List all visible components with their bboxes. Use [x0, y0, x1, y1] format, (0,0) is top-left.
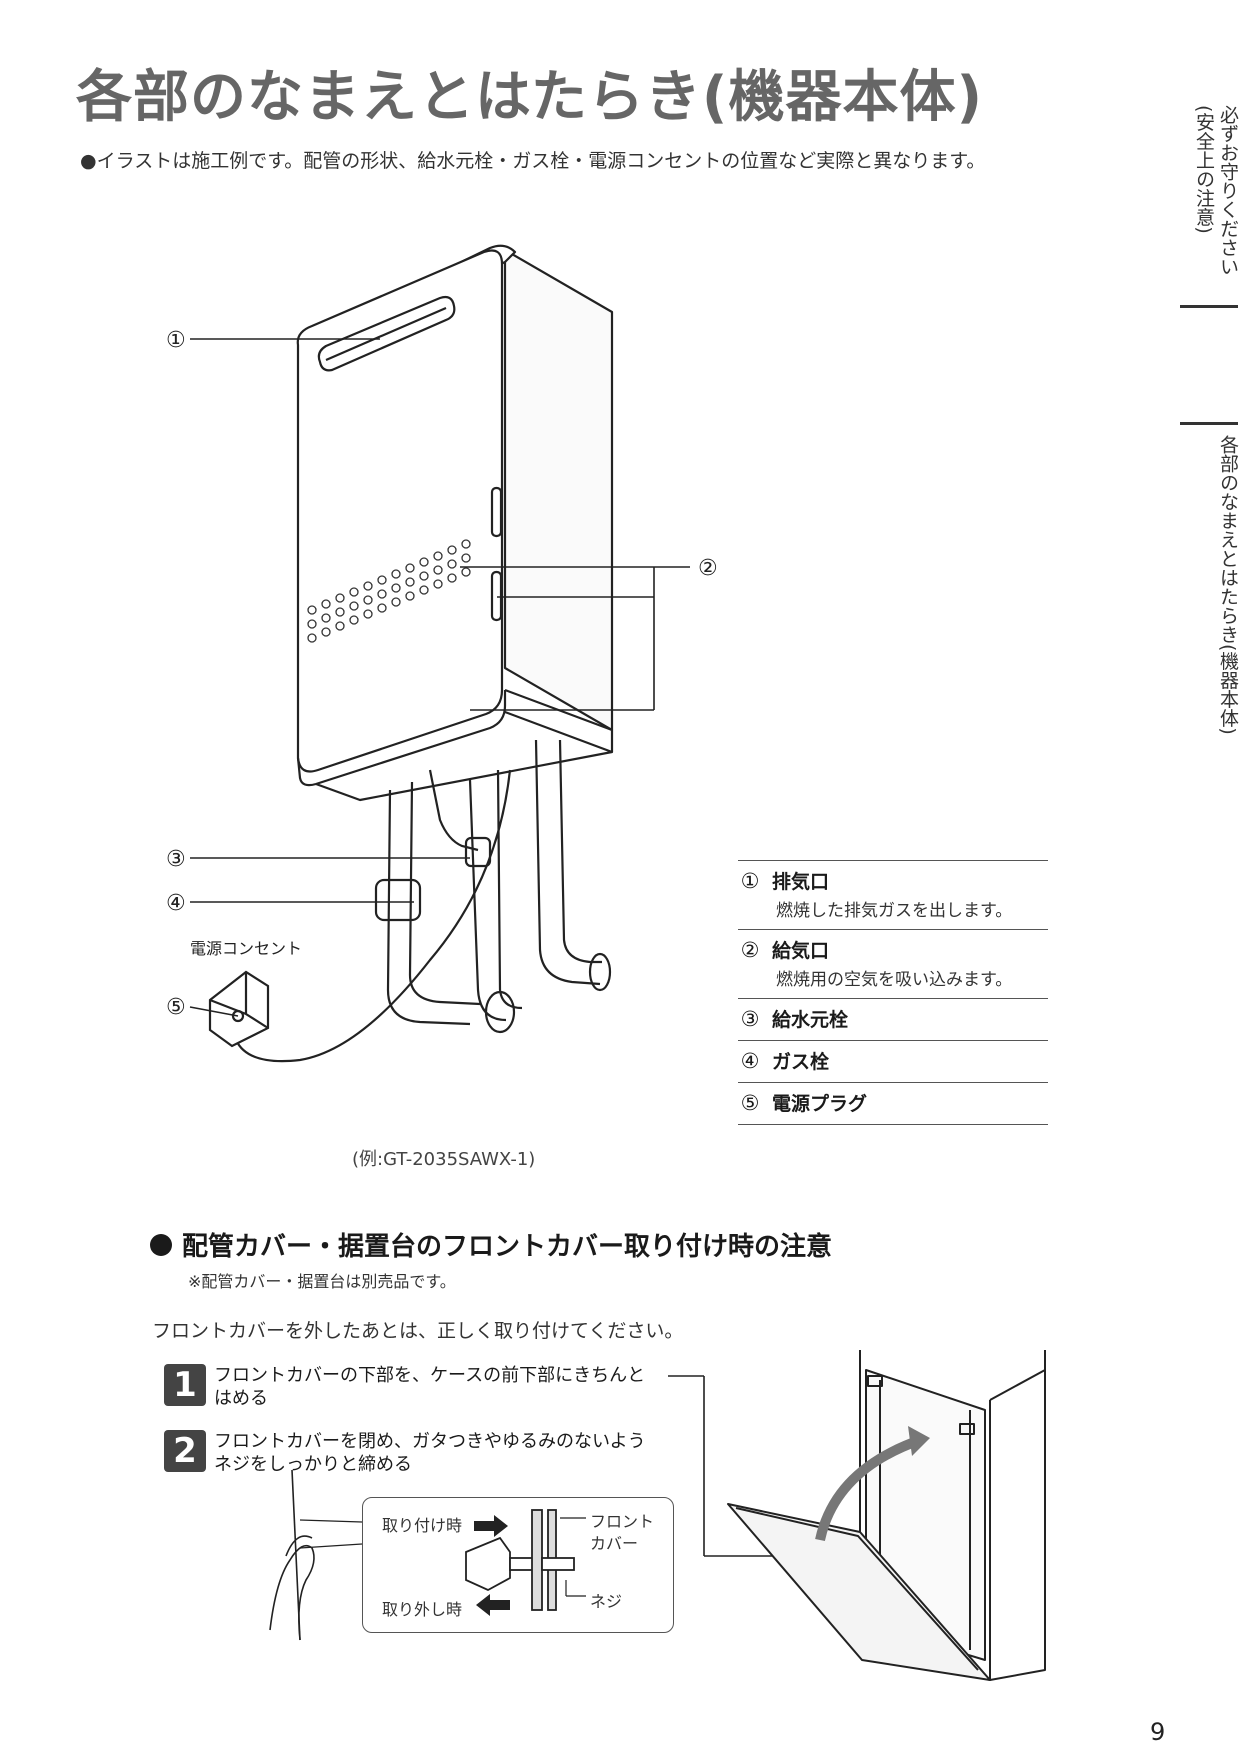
parts-row: ④ ガス栓 — [738, 1040, 1048, 1082]
part-name: ガス栓 — [772, 1051, 830, 1073]
part-name: 給水元栓 — [772, 1009, 849, 1031]
parts-row: ② 給気口 燃焼用の空気を吸い込みます。 — [738, 929, 1048, 998]
step-2: 2 フロントカバーを閉め、ガタつきやゆるみのないようネジをしっかりと締める — [164, 1430, 646, 1476]
step-text: はめる — [214, 1388, 268, 1409]
callout-5: ⑤ — [166, 995, 186, 1020]
section-subnote: ※配管カバー・据置台は別売品です。 — [188, 1272, 456, 1291]
tab-divider — [1180, 422, 1238, 425]
step-text: フロントカバーの下部を、ケースの前下部にきちんと — [214, 1365, 646, 1386]
callout-2: ② — [698, 556, 718, 581]
bullet-icon — [150, 1233, 172, 1256]
parts-row: ⑤ 電源プラグ — [738, 1082, 1048, 1125]
step-1: 1 フロントカバーの下部を、ケースの前下部にきちんとはめる — [164, 1364, 645, 1410]
step-number-badge: 2 — [164, 1430, 206, 1472]
callout-3: ③ — [166, 847, 186, 872]
part-name: 排気口 — [772, 871, 830, 893]
part-number: ② — [740, 937, 760, 962]
outlet-label: 電源コンセント — [190, 939, 302, 958]
front-cover-label: カバー — [590, 1534, 639, 1553]
part-name: 給気口 — [772, 940, 830, 962]
illustration-note: ●イラストは施工例です。配管の形状、給水元栓・ガス栓・電源コンセントの位置など実… — [80, 150, 986, 172]
step-number-badge: 1 — [164, 1364, 206, 1406]
part-number: ③ — [740, 1006, 760, 1031]
screw-label: ネジ — [590, 1592, 623, 1611]
part-desc: 燃焼した排気ガスを出します。 — [776, 901, 1013, 921]
front-cover-label: フロント — [590, 1512, 655, 1531]
section-intro: フロントカバーを外したあとは、正しく取り付けてください。 — [152, 1320, 684, 1342]
callout-4: ④ — [166, 891, 186, 916]
section-heading-text: 配管カバー・据置台のフロントカバー取り付け時の注意 — [182, 1232, 833, 1262]
detach-label: 取り外し時 — [382, 1600, 463, 1619]
step-text: ネジをしっかりと締める — [214, 1454, 412, 1475]
page-number: 9 — [1150, 1718, 1166, 1746]
tab-divider — [1180, 305, 1238, 308]
parts-row: ① 排気口 燃焼した排気ガスを出します。 — [738, 860, 1048, 929]
screw-detail-box — [362, 1497, 674, 1633]
part-name: 電源プラグ — [772, 1093, 868, 1115]
model-example: (例:GT-2035SAWX-1) — [352, 1149, 536, 1170]
side-tab-parts[interactable]: 各部のなまえとはたらき(機器本体) — [1217, 435, 1239, 735]
callout-1: ① — [166, 328, 186, 353]
part-number: ⑤ — [740, 1090, 760, 1115]
part-number: ① — [740, 868, 760, 893]
page-title: 各部のなまえとはたらき(機器本体) — [76, 65, 984, 130]
attach-label: 取り付け時 — [382, 1516, 463, 1535]
side-tab-safety[interactable]: 必ずお守りください(安全上の注意) — [1193, 105, 1239, 276]
part-number: ④ — [740, 1048, 760, 1073]
part-desc: 燃焼用の空気を吸い込みます。 — [776, 970, 1013, 990]
step-text: フロントカバーを閉め、ガタつきやゆるみのないよう — [214, 1431, 646, 1452]
section-heading: 配管カバー・据置台のフロントカバー取り付け時の注意 — [150, 1226, 832, 1263]
parts-row: ③ 給水元栓 — [738, 998, 1048, 1040]
